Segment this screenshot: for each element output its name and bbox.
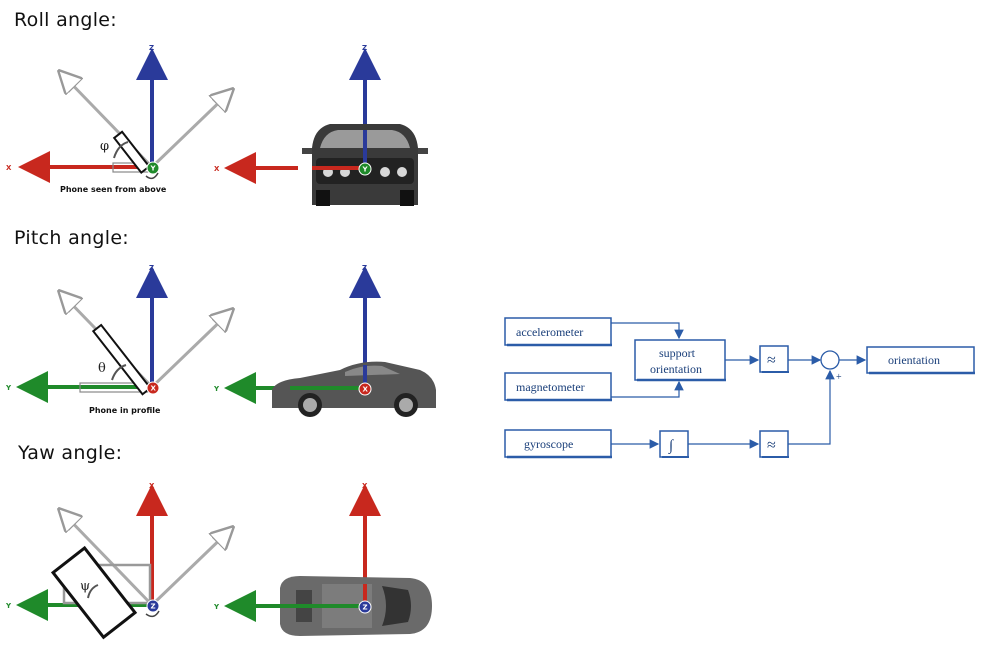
svg-text:X: X <box>362 482 368 490</box>
svg-text:Y: Y <box>213 603 220 611</box>
x-axis-label: X <box>6 164 12 172</box>
summation-node <box>820 350 840 370</box>
roll-angle-symbol: φ <box>100 139 109 154</box>
gyroscope-label: gyroscope <box>524 437 573 451</box>
phone-icon <box>112 130 151 175</box>
support-orientation-block <box>634 339 726 381</box>
svg-text:orientation: orientation <box>650 362 702 376</box>
pitch-angle-symbol: θ <box>98 361 106 376</box>
phone-icon <box>50 545 138 640</box>
roll-phone-diagram: φ Y Z X Phone seen from above <box>6 44 232 194</box>
svg-text:∫: ∫ <box>668 438 675 454</box>
svg-text:Z: Z <box>362 44 367 52</box>
svg-text:X: X <box>214 165 220 173</box>
integrator-block <box>659 430 689 458</box>
pitch-phone-diagram: θ X Z Y Phone in profile <box>5 264 232 415</box>
yaw-phone-diagram: ψ Z X Y <box>5 482 232 640</box>
sensor-fusion-block-diagram: accelerometer magnetometer gyroscope sup… <box>504 317 975 459</box>
roll-caption: Phone seen from above <box>60 185 167 194</box>
svg-text:≈: ≈ <box>767 352 776 369</box>
svg-text:+: + <box>836 372 842 383</box>
svg-text:Y: Y <box>362 166 369 174</box>
pitch-caption: Phone in profile <box>89 406 161 415</box>
orientation-output-label: orientation <box>888 353 940 367</box>
svg-text:Z: Z <box>149 264 154 272</box>
roll-angle-title: Roll angle: <box>14 9 117 31</box>
svg-text:support: support <box>659 346 696 360</box>
svg-text:Y: Y <box>213 385 220 393</box>
svg-text:Z: Z <box>363 604 368 612</box>
svg-text:X: X <box>363 386 369 394</box>
gyroscope-block <box>504 429 612 458</box>
svg-text:≈: ≈ <box>767 437 776 454</box>
svg-text:Y: Y <box>5 384 12 392</box>
accelerometer-block <box>504 317 612 346</box>
yaw-angle-symbol: ψ <box>80 579 90 594</box>
roll-car-diagram: Z X Y <box>214 44 428 206</box>
svg-text:Y: Y <box>5 602 12 610</box>
svg-text:X: X <box>151 385 157 393</box>
pitch-car-diagram: Z Y X <box>213 264 436 417</box>
car-side-icon <box>272 361 436 417</box>
z-axis-label: Z <box>149 44 154 52</box>
phone-icon <box>91 323 152 396</box>
svg-text:X: X <box>149 482 155 490</box>
pitch-angle-title: Pitch angle: <box>14 227 130 249</box>
magnetometer-label: magnetometer <box>516 380 585 394</box>
accelerometer-label: accelerometer <box>516 325 583 339</box>
yaw-angle-title: Yaw angle: <box>18 442 123 464</box>
svg-text:Y: Y <box>150 165 157 173</box>
orientation-output-block <box>866 346 975 374</box>
svg-text:Z: Z <box>151 603 156 611</box>
svg-text:Z: Z <box>362 264 367 272</box>
yaw-car-diagram: X Y Z <box>213 482 432 636</box>
